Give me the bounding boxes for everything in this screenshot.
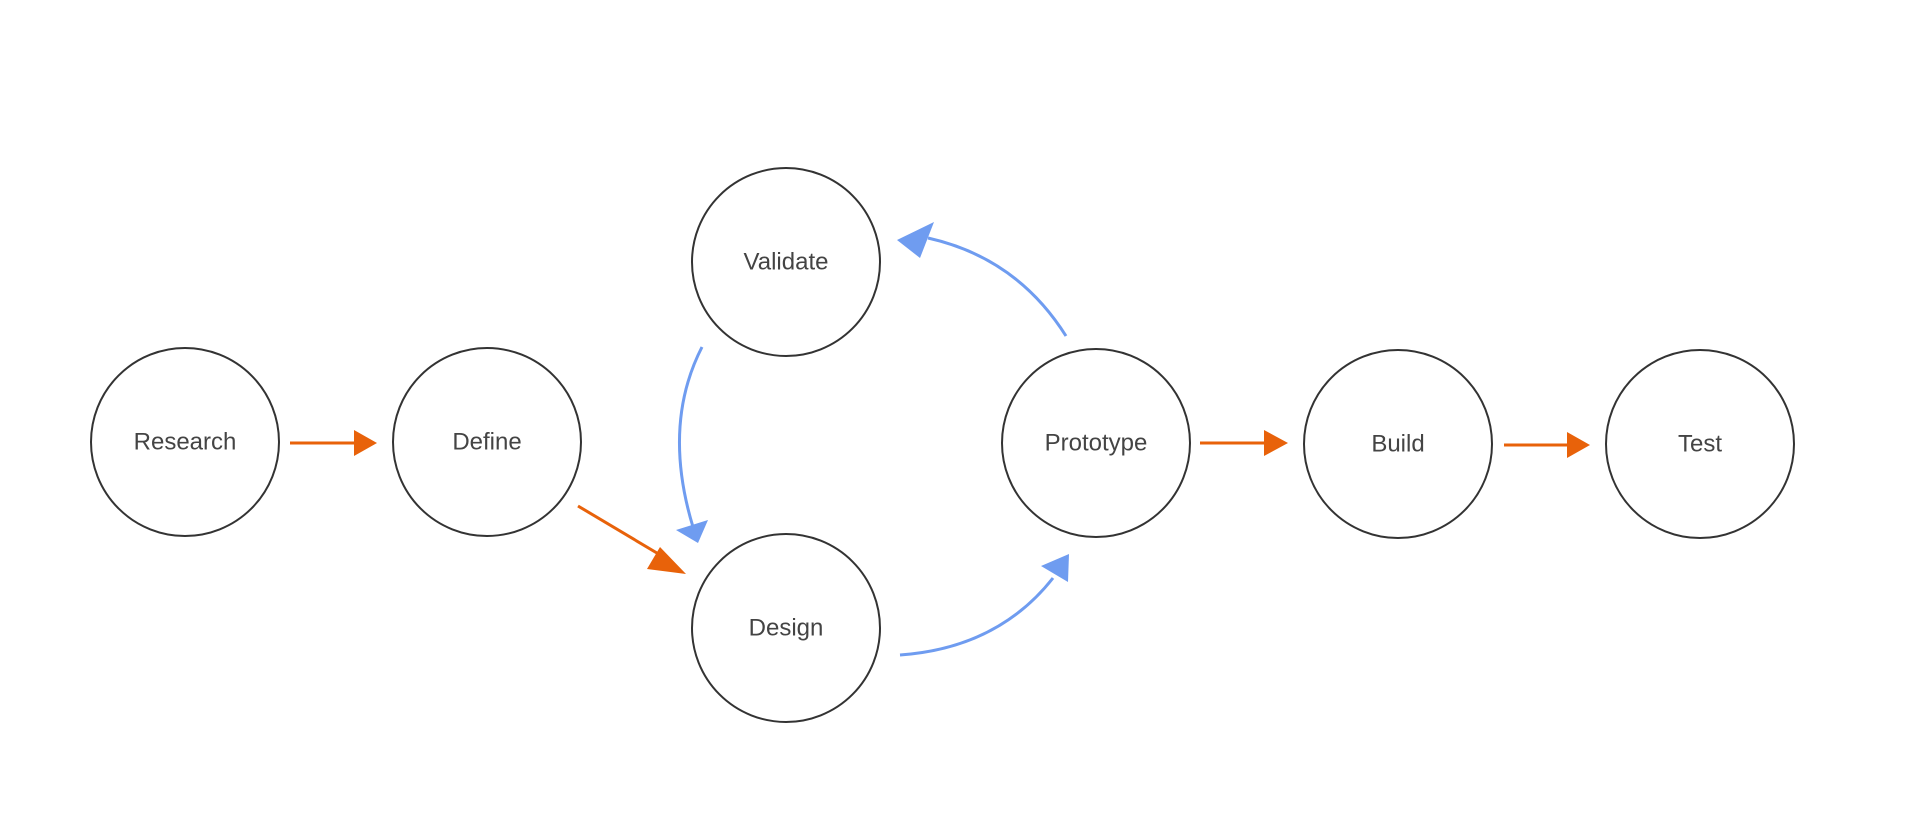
arrowhead-prototype-to-build xyxy=(1264,430,1288,456)
node-design[interactable]: Design xyxy=(691,533,881,723)
node-validate-label: Validate xyxy=(744,249,829,276)
iteration-loop-edges xyxy=(676,222,1069,657)
node-build-circle xyxy=(1303,349,1493,539)
node-prototype-circle xyxy=(1001,348,1191,538)
arrowhead-build-to-test xyxy=(1567,432,1590,458)
arrowhead-research-to-define xyxy=(354,430,377,456)
node-define-circle xyxy=(392,347,582,537)
node-prototype[interactable]: Prototype xyxy=(1001,348,1191,538)
node-research[interactable]: Research xyxy=(90,347,280,537)
process-nodes: Research Define Validate Design Prototyp… xyxy=(90,167,1795,723)
edge-define-to-design xyxy=(577,504,668,561)
node-design-circle xyxy=(691,533,881,723)
node-build-label: Build xyxy=(1371,431,1424,458)
edge-prototype-to-validate xyxy=(927,236,1068,337)
edge-design-to-prototype xyxy=(899,577,1055,657)
node-research-circle xyxy=(90,347,280,537)
arrowhead-validate-to-design xyxy=(676,520,708,543)
arrowhead-prototype-to-validate xyxy=(897,222,934,258)
node-build[interactable]: Build xyxy=(1303,349,1493,539)
node-test[interactable]: Test xyxy=(1605,349,1795,539)
arrowhead-design-to-prototype xyxy=(1041,554,1069,582)
node-test-circle xyxy=(1605,349,1795,539)
node-test-label: Test xyxy=(1678,431,1722,458)
node-define[interactable]: Define xyxy=(392,347,582,537)
edge-validate-to-design xyxy=(677,346,704,528)
node-define-label: Define xyxy=(452,429,521,456)
node-validate-circle xyxy=(691,167,881,357)
arrowhead-define-to-design xyxy=(647,547,686,574)
node-prototype-label: Prototype xyxy=(1045,430,1148,457)
node-research-label: Research xyxy=(134,429,237,456)
primary-flow-edges xyxy=(290,430,1590,574)
node-validate[interactable]: Validate xyxy=(691,167,881,357)
node-design-label: Design xyxy=(749,615,824,642)
